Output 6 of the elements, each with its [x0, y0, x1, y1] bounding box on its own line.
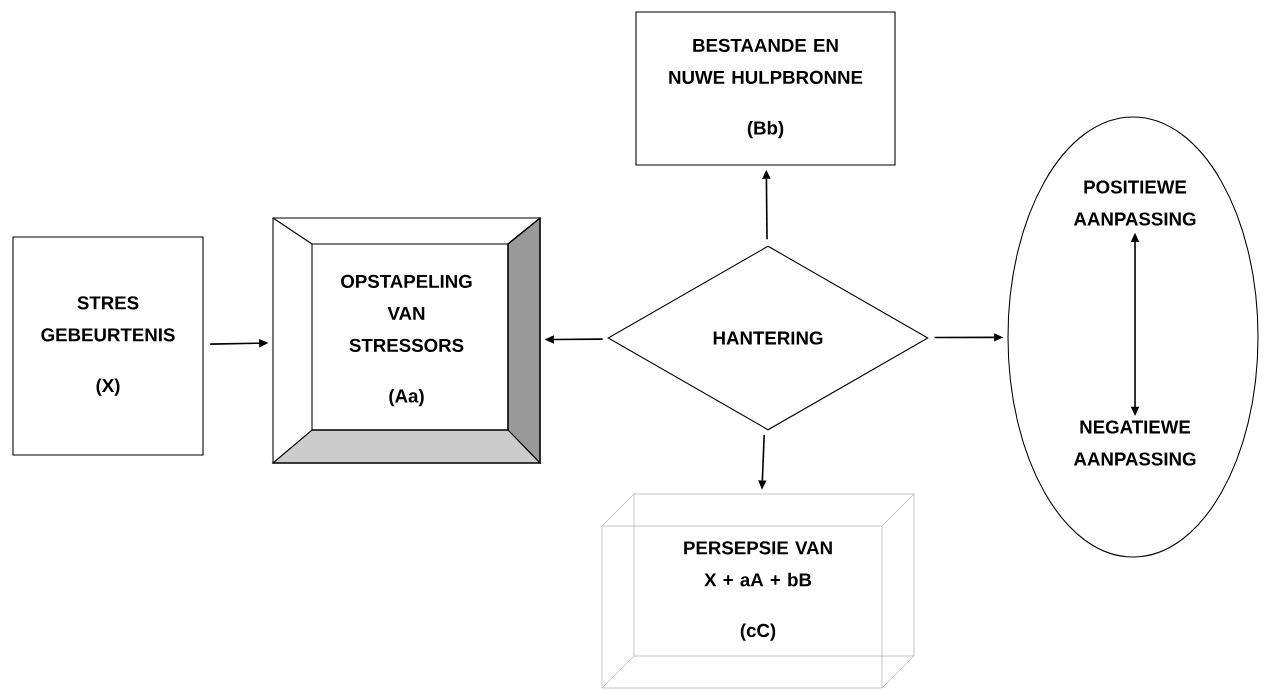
outcome-label: POSITIEWE AANPASSING	[1073, 180, 1196, 226]
cuboid-box: PERSEPSIE VAN X + aA + bB (cC)	[601, 493, 915, 689]
outcome-ellipse	[1007, 116, 1259, 558]
process-box: STRES GEBEURTENIS (X)	[12, 236, 204, 456]
outcome-label: NEGATIEWE AANPASSING	[1073, 420, 1196, 466]
process-box: BESTAANDE EN NUWE HULPBRONNE (Bb)	[635, 11, 896, 166]
